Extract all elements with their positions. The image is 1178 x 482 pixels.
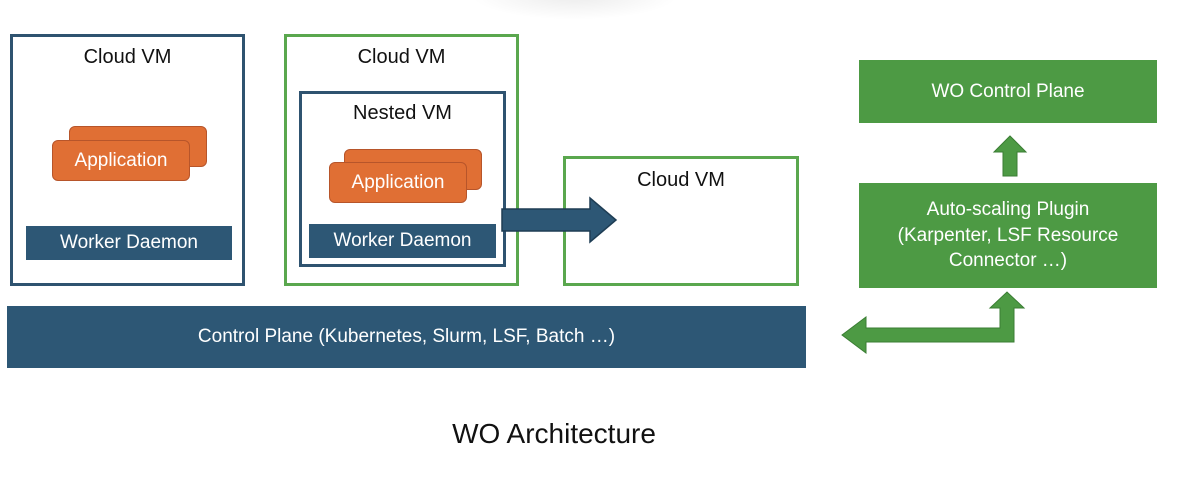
autoscaling-plugin: Auto-scaling Plugin (Karpenter, LSF Reso… <box>859 183 1157 288</box>
wo-control-plane: WO Control Plane <box>859 60 1157 123</box>
cloud-vm-left: Cloud VM Application Worker Daemon <box>10 34 245 286</box>
up-arrow-icon <box>992 135 1028 177</box>
nested-vm: Nested VM Application Worker Daemon <box>299 91 506 267</box>
cloud-vm-middle: Cloud VM Nested VM Application Worker Da… <box>284 34 519 286</box>
worker-daemon: Worker Daemon <box>26 226 232 260</box>
autoscaling-plugin-line1: Auto-scaling Plugin <box>926 199 1090 221</box>
cloud-vm-left-title: Cloud VM <box>83 46 172 68</box>
control-plane-bar: Control Plane (Kubernetes, Slurm, LSF, B… <box>7 306 806 368</box>
cloud-vm-target-title: Cloud VM <box>637 169 725 191</box>
top-shadow <box>470 0 680 20</box>
migration-arrow <box>501 196 618 244</box>
worker-daemon: Worker Daemon <box>309 224 496 258</box>
application-box: Application <box>329 162 467 203</box>
diagram-caption: WO Architecture <box>452 418 656 449</box>
bidirectional-elbow-arrow <box>841 291 1026 354</box>
autoscaling-plugin-line3: Connector …) <box>948 250 1068 272</box>
autoscaling-plugin-line2: (Karpenter, LSF Resource <box>897 224 1119 246</box>
nested-vm-title: Nested VM <box>353 102 452 124</box>
cloud-vm-middle-title: Cloud VM <box>357 46 446 68</box>
application-box: Application <box>52 140 190 181</box>
